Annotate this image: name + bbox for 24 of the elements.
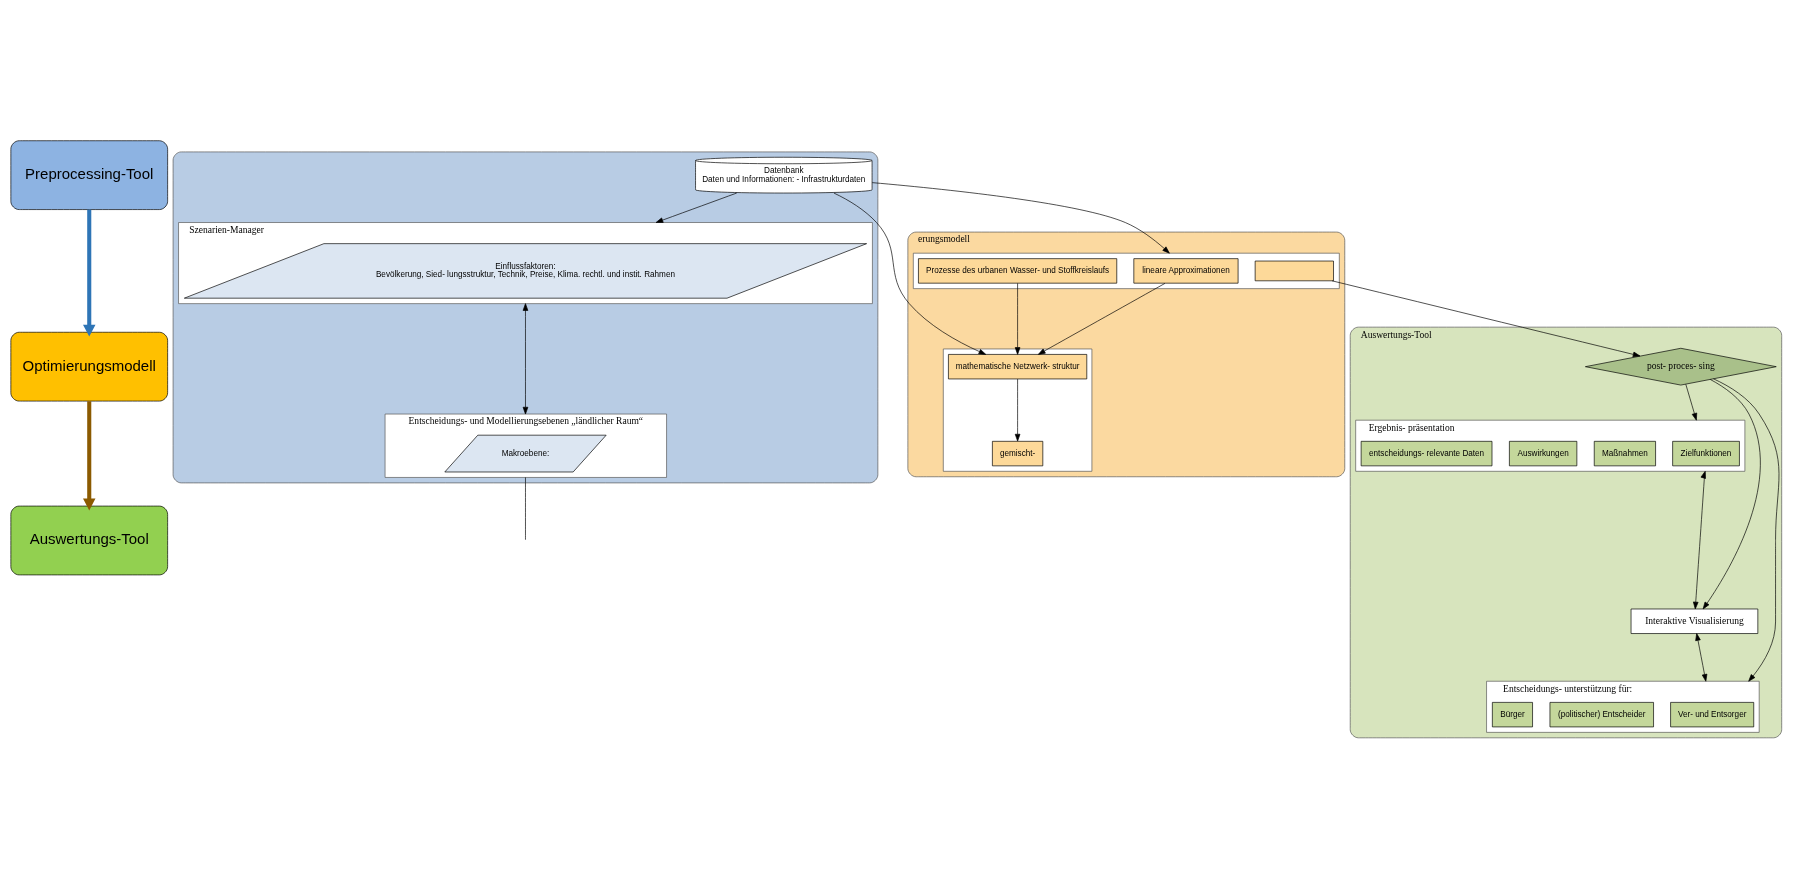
cluster xyxy=(912,252,1340,289)
arrow xyxy=(83,400,96,510)
arrow xyxy=(1685,383,1698,421)
node-box: Preprocessing-Tool xyxy=(10,139,168,210)
arrow xyxy=(655,192,738,223)
connector xyxy=(525,476,526,540)
arrow xyxy=(1014,378,1021,441)
arrow xyxy=(1695,632,1708,682)
arrow xyxy=(1331,280,1641,357)
arrow xyxy=(1702,378,1761,609)
node-diamond: post- proces- sing xyxy=(1585,347,1777,385)
arrow xyxy=(1693,470,1706,609)
arrow xyxy=(83,209,96,337)
node-box xyxy=(1254,260,1334,281)
node-box: Interaktive Visualisierung xyxy=(1630,608,1759,634)
arrow xyxy=(1014,282,1021,355)
arrow xyxy=(1038,282,1166,355)
arrow xyxy=(1713,377,1780,682)
arrow xyxy=(833,192,987,355)
arrow xyxy=(871,181,1170,254)
arrow xyxy=(522,302,529,414)
cluster xyxy=(172,151,879,483)
node-box: Optimierungsmodell xyxy=(10,331,168,401)
node-box: Auswertungs-Tool xyxy=(10,505,168,575)
